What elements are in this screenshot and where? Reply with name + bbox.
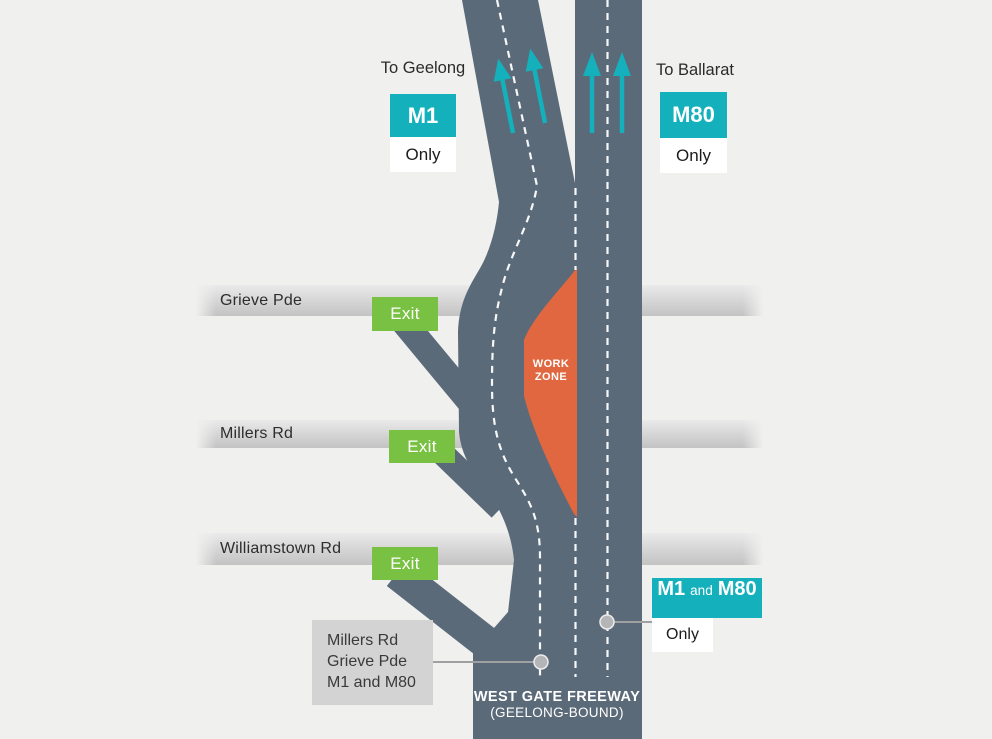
street-name-williamstown: Williamstown Rd — [220, 540, 342, 557]
destination-label-ballarat: To Ballarat — [656, 61, 734, 79]
exit-sign-millers: Exit — [389, 430, 455, 463]
road-m1-carriageway — [458, 0, 576, 739]
exit-sign-grieve: Exit — [372, 297, 438, 331]
exit-sign-williamstown: Exit — [372, 547, 438, 580]
cross-street-band-williamstown: Williamstown Rd — [196, 533, 763, 565]
work-zone-area — [524, 269, 577, 517]
work-zone-line2: ZONE — [534, 370, 568, 383]
work-zone-line1: WORK — [532, 358, 570, 370]
callout-line2: Grieve Pde — [327, 653, 408, 670]
only-label-m1: Only — [390, 137, 456, 172]
only-label-m80: Only — [660, 138, 727, 173]
callout-dot-left — [533, 654, 549, 670]
freeway-name-line1: WEST GATE FREEWAY — [473, 689, 641, 705]
street-name-grieve: Grieve Pde — [220, 291, 303, 309]
lane-badge-m1-m80: M1 and M80 — [652, 578, 762, 618]
direction-arrow-m80-right — [613, 52, 631, 133]
direction-arrow-m80-left — [583, 52, 601, 133]
lane-badge-and: and — [690, 583, 713, 598]
callout-line3: M1 and M80 — [327, 674, 416, 691]
street-name-millers: Millers Rd — [220, 425, 294, 442]
exit-callout-box: Millers Rd Grieve Pde M1 and M80 — [312, 620, 433, 705]
freeway-name-line2: (GEELONG-BOUND) — [490, 705, 624, 720]
only-label-lane-badge: Only — [652, 618, 713, 652]
lane-badge-m1: M1 — [657, 578, 686, 600]
work-zone-label: WORK ZONE — [519, 358, 583, 383]
callout-line1: Millers Rd — [327, 632, 399, 649]
direction-arrow-m1-left — [493, 58, 516, 134]
lane-badge-m80: M80 — [717, 578, 757, 600]
route-badge-m80: M80 — [660, 92, 727, 138]
destination-label-geelong: To Geelong — [380, 59, 466, 77]
route-badge-m1: M1 — [390, 94, 456, 137]
callout-dot-right — [599, 614, 615, 630]
direction-arrow-m1-right — [525, 48, 548, 124]
lane-line-m1 — [490, 0, 542, 677]
freeway-name-label: WEST GATE FREEWAY (GEELONG-BOUND) — [458, 689, 656, 720]
